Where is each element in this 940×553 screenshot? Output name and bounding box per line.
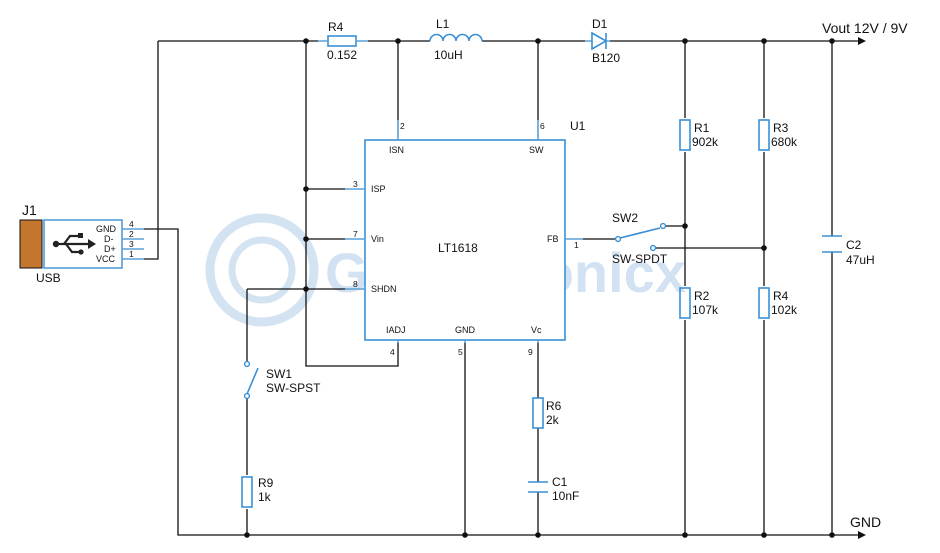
pin-num-iadj: 4 — [390, 347, 395, 357]
j1-pin-name-dminus: D- — [104, 234, 114, 244]
diode-d1: D1 B120 — [585, 17, 620, 65]
l1-ref: L1 — [436, 17, 450, 31]
j1-pin-num-dplus: 3 — [129, 239, 134, 249]
vout-label: Vout 12V / 9V — [822, 20, 908, 36]
r4a-ref: R4 — [328, 20, 344, 34]
r1-value: 902k — [692, 135, 719, 149]
j1-pin-name-gnd: GND — [96, 224, 117, 234]
l1-value: 10uH — [434, 48, 463, 62]
sw1-ref: SW1 — [266, 367, 292, 381]
resistor-r2: R2 107k — [679, 287, 719, 319]
resistor-r4-sense: R4 0.152 — [318, 20, 368, 62]
pin-num-isn: 2 — [400, 121, 405, 131]
resistor-r3: R3 680k — [758, 119, 798, 151]
pin-num-fb: 1 — [574, 240, 579, 250]
pin-num-vc: 9 — [528, 347, 533, 357]
r9-value: 1k — [258, 490, 272, 504]
r2-value: 107k — [692, 303, 719, 317]
usb-connector: J1 USB GND D- D+ VCC 4 2 3 1 — [19, 202, 144, 285]
c1-ref: C1 — [552, 475, 568, 489]
pin-name-isp: ISP — [371, 184, 386, 194]
switch-sw1: SW1 SW-SPST — [243, 360, 321, 400]
pin-num-vin: 7 — [353, 229, 358, 239]
j1-pin-name-dplus: D+ — [104, 244, 116, 254]
r9-ref: R9 — [258, 476, 274, 490]
usb-label: USB — [36, 271, 61, 285]
pin-name-sw: SW — [529, 145, 544, 155]
resistor-r9: R9 1k — [241, 476, 274, 508]
pin-num-shdn: 8 — [353, 279, 358, 289]
pin-name-gnd: GND — [455, 325, 476, 335]
j1-ref: J1 — [22, 202, 37, 218]
j1-pin-num-dminus: 2 — [129, 229, 134, 239]
pin-name-shdn: SHDN — [371, 284, 397, 294]
r4b-ref: R4 — [773, 289, 789, 303]
j1-pin-num-gnd: 4 — [129, 219, 134, 229]
gnd-label: GND — [850, 514, 881, 530]
r4a-value: 0.152 — [327, 48, 357, 62]
pin-num-sw: 6 — [540, 121, 545, 131]
d1-ref: D1 — [592, 17, 608, 31]
capacitor-c1: C1 10nF — [528, 475, 579, 503]
wires — [144, 40, 858, 536]
j1-pin-num-vcc: 1 — [129, 249, 134, 259]
sw1-type: SW-SPST — [266, 381, 321, 395]
pin-num-isp: 3 — [353, 179, 358, 189]
pin-name-vin: Vin — [371, 234, 384, 244]
ic-ref: U1 — [570, 119, 586, 133]
capacitor-c2: C2 47uH — [822, 235, 875, 267]
pin-num-gnd: 5 — [458, 347, 463, 357]
pin-name-isn: ISN — [389, 145, 404, 155]
ic-lt1618: U1 LT1618 2 6 3 7 8 1 4 5 9 ISN SW ISP V… — [345, 119, 586, 357]
c2-value: 47uH — [846, 253, 875, 267]
pin-name-fb: FB — [547, 234, 559, 244]
ic-part: LT1618 — [438, 241, 478, 255]
pin-name-iadj: IADJ — [386, 325, 406, 335]
j1-pin-name-vcc: VCC — [96, 254, 116, 264]
d1-value: B120 — [592, 51, 620, 65]
resistor-r1: R1 902k — [679, 119, 719, 151]
junctions — [244, 38, 835, 538]
c2-ref: C2 — [846, 238, 862, 252]
resistor-r4-divider: R4 102k — [758, 287, 798, 319]
r4b-value: 102k — [771, 303, 798, 317]
pin-name-vc: Vc — [531, 325, 542, 335]
resistor-r6: R6 2k — [532, 397, 562, 429]
sw2-ref: SW2 — [612, 211, 638, 225]
inductor-l1: L1 10uH — [429, 17, 483, 62]
c1-value: 10nF — [552, 489, 579, 503]
r1-ref: R1 — [694, 121, 710, 135]
r6-value: 2k — [546, 413, 560, 427]
r6-ref: R6 — [546, 399, 562, 413]
output-arrows — [858, 37, 866, 539]
usb-icon — [52, 233, 96, 255]
r3-ref: R3 — [773, 121, 789, 135]
sw2-type: SW-SPDT — [612, 252, 668, 266]
r3-value: 680k — [771, 135, 798, 149]
r2-ref: R2 — [694, 289, 710, 303]
switch-sw2: SW2 SW-SPDT — [612, 211, 668, 266]
